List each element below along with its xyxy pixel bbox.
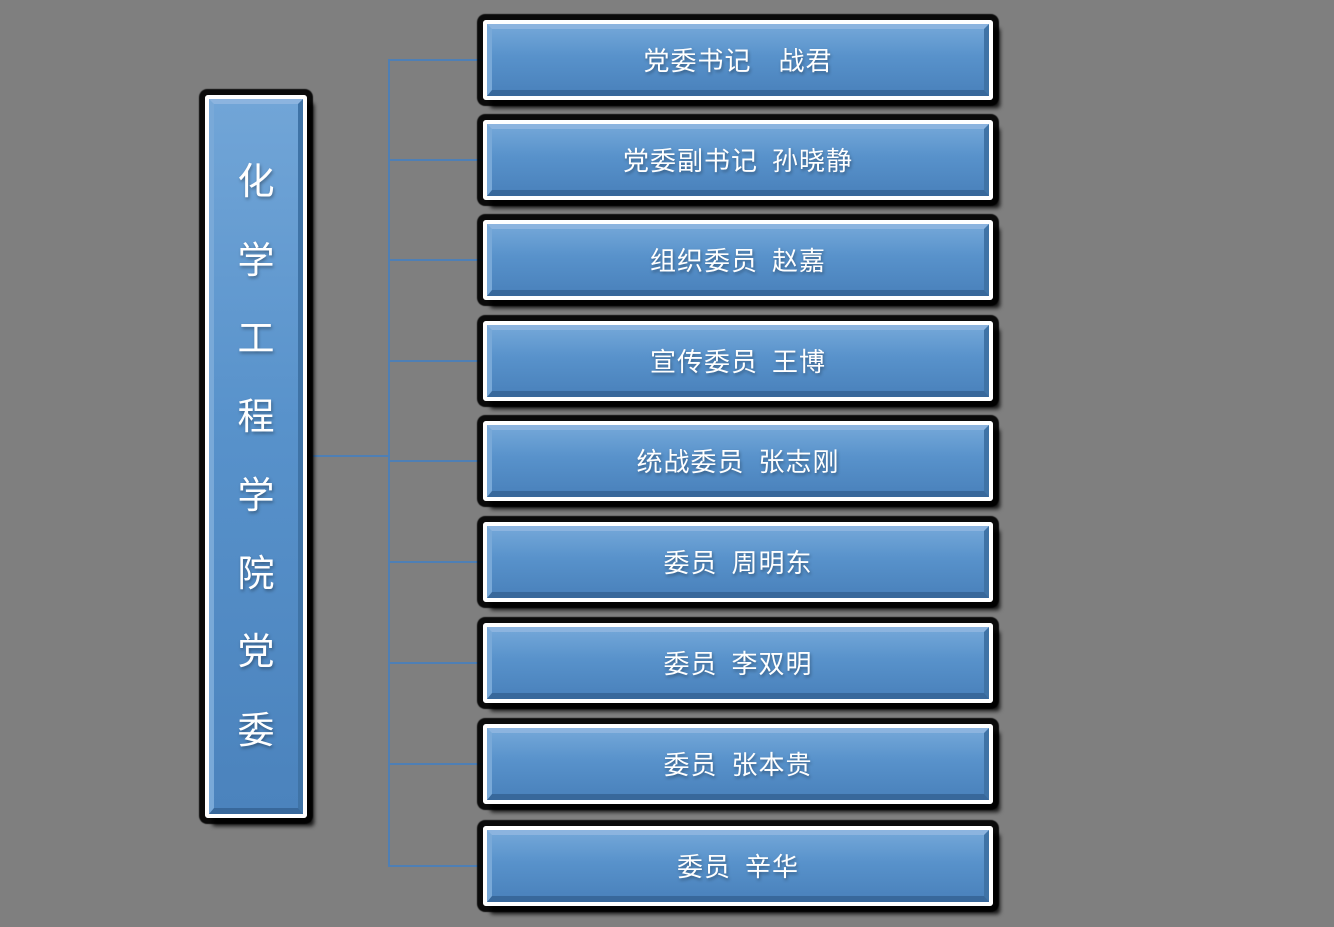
member-box-face: 党委书记 战君 <box>487 24 989 96</box>
connector-root <box>307 455 390 457</box>
member-box: 委员 辛华 <box>483 826 993 906</box>
connector-branch <box>388 865 483 867</box>
member-box: 组织委员 赵嘉 <box>483 220 993 300</box>
member-box-face: 委员 李双明 <box>487 627 989 699</box>
connector-branch <box>388 360 483 362</box>
connector-branch <box>388 59 483 61</box>
connector-branch <box>388 763 483 765</box>
member-label: 党委副书记 孙晓静 <box>622 147 853 177</box>
member-label: 委员 周明东 <box>663 549 813 579</box>
member-box-face: 组织委员 赵嘉 <box>487 224 989 296</box>
member-box-face: 党委副书记 孙晓静 <box>487 124 989 196</box>
connector-branch <box>388 259 483 261</box>
root-label-char: 党 <box>237 630 275 674</box>
root-label: 化学工程学院党委 <box>209 99 303 814</box>
member-label: 委员 辛华 <box>676 853 799 883</box>
member-label: 宣传委员 王博 <box>649 348 826 378</box>
root-label-char: 工 <box>237 316 275 360</box>
member-box: 党委副书记 孙晓静 <box>483 120 993 200</box>
member-box: 党委书记 战君 <box>483 20 993 100</box>
member-box-face: 委员 周明东 <box>487 526 989 598</box>
connector-branch <box>388 460 483 462</box>
member-label: 委员 张本贵 <box>663 751 813 781</box>
root-label-char: 学 <box>237 473 275 517</box>
root-box: 化学工程学院党委 <box>205 95 307 818</box>
member-box: 宣传委员 王博 <box>483 321 993 401</box>
root-label-char: 委 <box>237 708 275 752</box>
member-box-face: 委员 张本贵 <box>487 728 989 800</box>
member-box: 委员 周明东 <box>483 522 993 602</box>
connector-branch <box>388 561 483 563</box>
member-box-face: 宣传委员 王博 <box>487 325 989 397</box>
connector-trunk <box>388 59 390 867</box>
root-label-char: 化 <box>237 160 275 204</box>
member-label: 组织委员 赵嘉 <box>649 247 826 277</box>
member-box: 委员 李双明 <box>483 623 993 703</box>
member-box-face: 统战委员 张志刚 <box>487 425 989 497</box>
member-label: 党委书记 战君 <box>643 47 833 77</box>
root-label-char: 学 <box>237 238 275 282</box>
root-label-char: 院 <box>237 551 275 595</box>
root-label-char: 程 <box>237 395 275 439</box>
member-box: 委员 张本贵 <box>483 724 993 804</box>
member-label: 委员 李双明 <box>663 650 813 680</box>
member-box-face: 委员 辛华 <box>487 830 989 902</box>
connector-branch <box>388 159 483 161</box>
member-box: 统战委员 张志刚 <box>483 421 993 501</box>
member-label: 统战委员 张志刚 <box>636 448 840 478</box>
connector-branch <box>388 662 483 664</box>
